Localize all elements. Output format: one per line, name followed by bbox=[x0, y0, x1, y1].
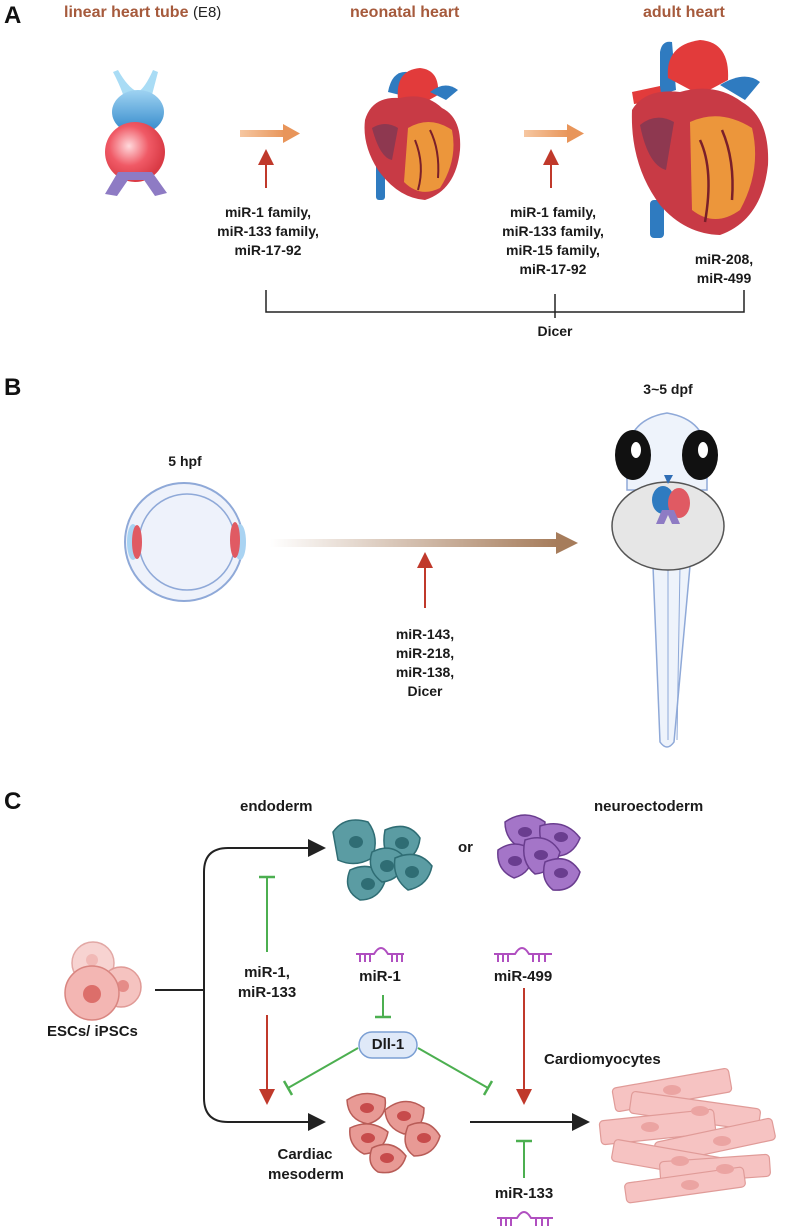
dicer-label: Dicer bbox=[537, 323, 573, 339]
developmental-arrow-b bbox=[270, 532, 578, 554]
flow-arrow-1 bbox=[240, 124, 300, 143]
mir499-label: miR-499 bbox=[493, 968, 553, 985]
stage-adult-heart: adult heart bbox=[643, 4, 725, 21]
inhibition-dll1-left bbox=[287, 1047, 359, 1089]
adult-heart-illustration bbox=[631, 40, 769, 238]
mir1-label: miR-1 bbox=[359, 968, 401, 985]
regulator-item: miR-15 family, bbox=[506, 242, 600, 258]
regulator-item: miR-143, bbox=[395, 626, 455, 642]
regulator-item: miR-133 family, bbox=[217, 223, 319, 239]
regulator-item: miR-133 family, bbox=[502, 223, 604, 239]
linear-heart-tube-illustration bbox=[105, 70, 167, 196]
endoderm-label: endoderm bbox=[240, 798, 313, 815]
zebrafish-larva-illustration bbox=[611, 412, 725, 748]
inhibitor-item: miR-133 bbox=[237, 984, 297, 1001]
regulator-item: miR-17-92 bbox=[234, 242, 302, 258]
dll1-box bbox=[358, 1031, 418, 1059]
cardiac-mesoderm-label: Cardiac mesoderm bbox=[268, 1145, 344, 1185]
regulator-item: miR-138, bbox=[395, 664, 455, 680]
neonatal-heart-illustration bbox=[364, 68, 461, 200]
cardiomyocyte-nuclei bbox=[641, 1085, 734, 1190]
regulator-item: miR-208, bbox=[694, 251, 754, 267]
dicer-bracket bbox=[265, 290, 745, 313]
regulator-item: Dicer bbox=[407, 683, 443, 699]
neuroectoderm-nuclei bbox=[508, 827, 568, 878]
stage-linear-heart-tube: linear heart tube (E8) bbox=[64, 4, 221, 22]
dll1-label: Dll-1 bbox=[371, 1036, 405, 1053]
cardiac-mesoderm-cells-illustration bbox=[346, 1092, 441, 1174]
stem-cells-illustration bbox=[64, 941, 142, 1021]
regulator-item: miR-1 family, bbox=[224, 204, 312, 220]
regulators-list-3: miR-208, miR-499 bbox=[686, 250, 762, 288]
mir499-hairpin-icon bbox=[494, 947, 552, 962]
inhibition-dll1-right bbox=[417, 1047, 489, 1089]
panel-a-letter: A bbox=[4, 2, 22, 29]
endoderm-cells-illustration bbox=[332, 819, 433, 901]
regulator-item: miR-17-92 bbox=[519, 261, 587, 277]
mesoderm-line: Cardiac bbox=[277, 1146, 333, 1163]
stage-sub: (E8) bbox=[192, 4, 222, 21]
mir133-label: miR-133 bbox=[494, 1185, 554, 1202]
regulator-item: miR-1 family, bbox=[509, 204, 597, 220]
source-label: ESCs/ iPSCs bbox=[47, 1023, 138, 1040]
regulator-item: miR-499 bbox=[696, 270, 752, 286]
regulators-list-1: miR-1 family, miR-133 family, miR-17-92 bbox=[203, 203, 333, 260]
endoderm-nuclei bbox=[349, 836, 419, 890]
regulator-item: miR-218, bbox=[395, 645, 455, 661]
stage-name: linear heart tube bbox=[64, 4, 189, 21]
regulators-list-2: miR-1 family, miR-133 family, miR-15 fam… bbox=[488, 203, 618, 279]
panel-b-letter: B bbox=[4, 374, 22, 401]
branch-to-mesoderm bbox=[203, 847, 326, 1131]
stage-5hpf: 5 hpf bbox=[168, 453, 202, 469]
or-label: or bbox=[458, 839, 473, 856]
inhibitors-left: miR-1, miR-133 bbox=[222, 963, 312, 1003]
panel-c-letter: C bbox=[4, 788, 22, 815]
mir1-hairpin-icon bbox=[356, 947, 404, 962]
regulators-list-b: miR-143, miR-218, miR-138, Dicer bbox=[380, 625, 470, 701]
stage-neonatal-heart: neonatal heart bbox=[350, 4, 460, 21]
mir133-hairpin-icon bbox=[497, 1211, 553, 1226]
cardiomyocytes-label: Cardiomyocytes bbox=[544, 1051, 661, 1068]
cardiac-mesoderm-nuclei bbox=[360, 1103, 431, 1163]
stage-3-5dpf: 3~5 dpf bbox=[643, 381, 693, 397]
mesoderm-line: mesoderm bbox=[268, 1166, 344, 1183]
inhibitor-item: miR-1, bbox=[244, 964, 290, 981]
flow-arrow-2 bbox=[524, 124, 584, 143]
embryo-5hpf-illustration bbox=[124, 482, 246, 602]
neuroectoderm-label: neuroectoderm bbox=[594, 798, 704, 815]
